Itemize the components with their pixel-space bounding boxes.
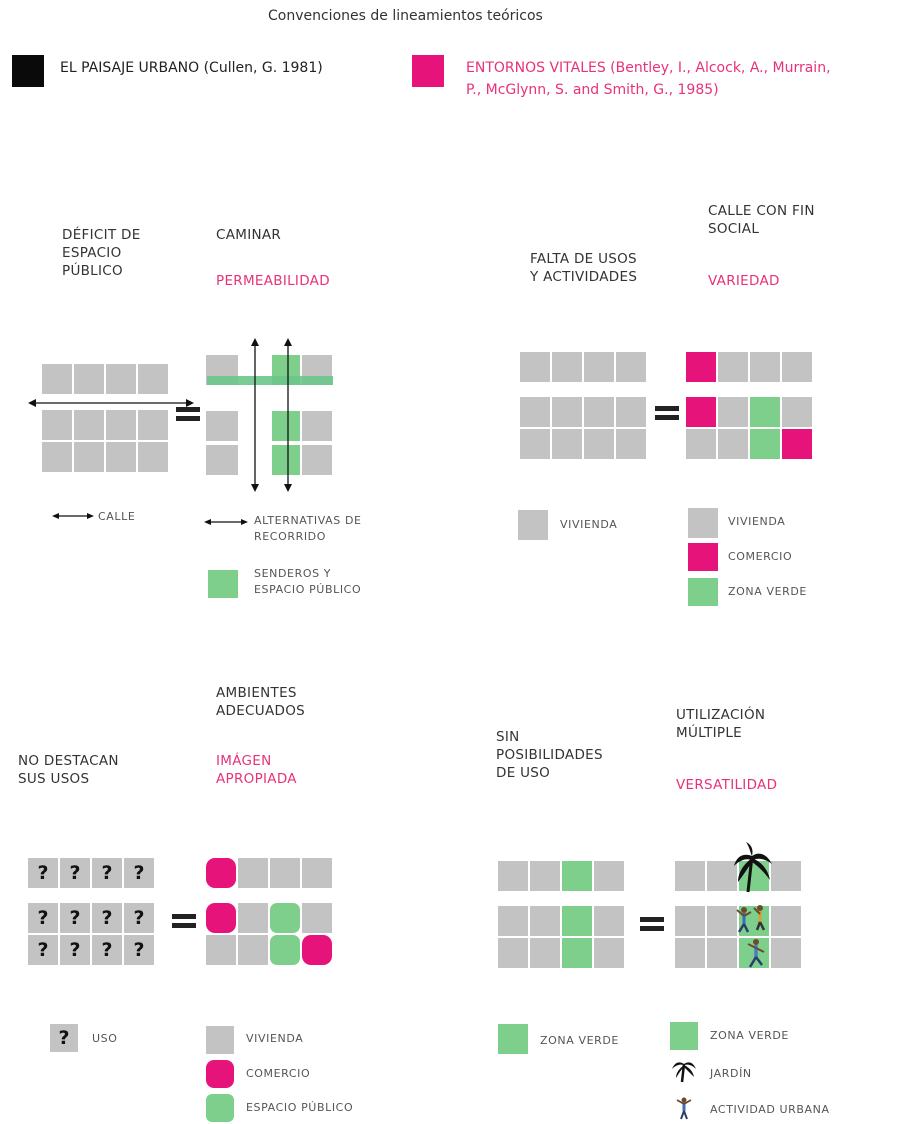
legend-actividad-label: ACTIVIDAD URBANA bbox=[710, 1102, 830, 1118]
